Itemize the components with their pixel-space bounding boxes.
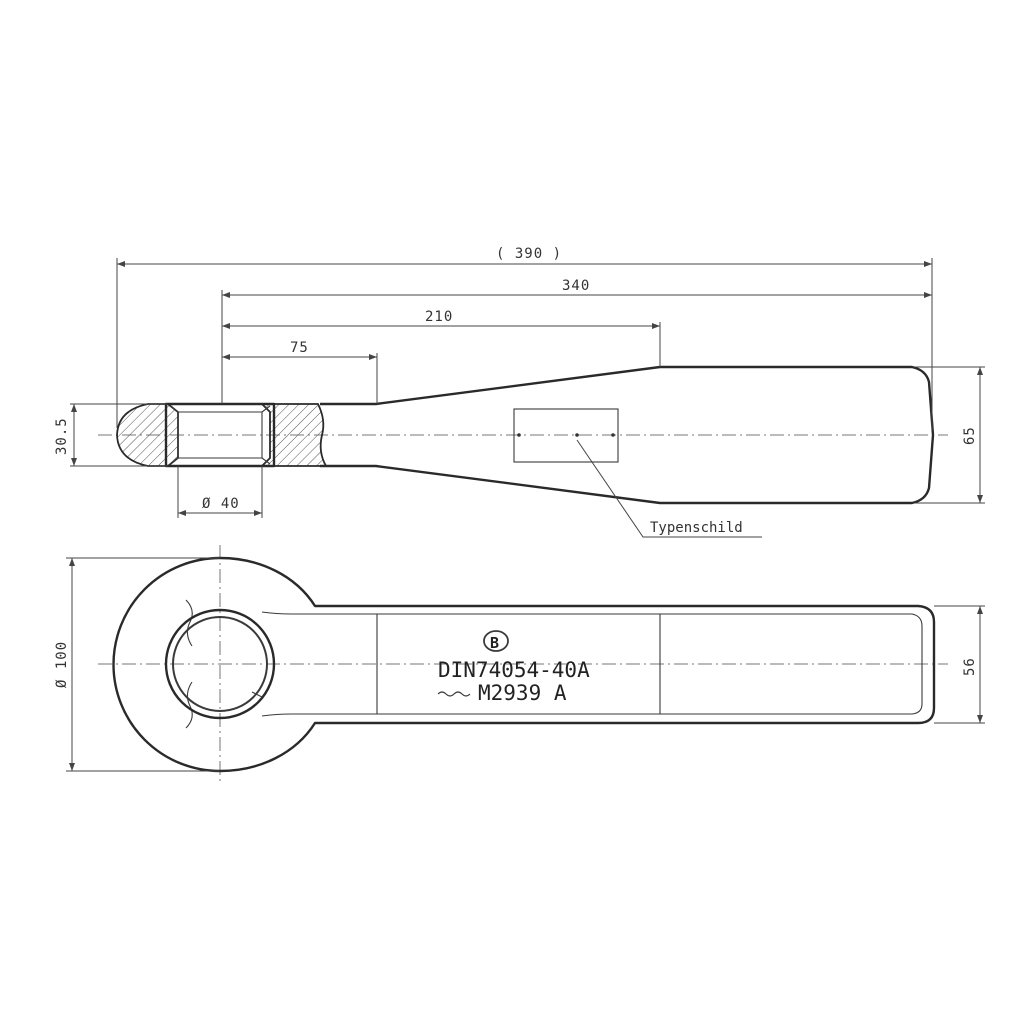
tip-section	[116, 403, 179, 467]
dim-width-56: 56	[962, 657, 978, 676]
side-view: Typenschild	[98, 365, 948, 538]
dim-width-65: 65	[962, 426, 978, 445]
top-view-dimensions: Ø 100 56	[54, 557, 985, 772]
dim-eye-diameter: Ø 100	[54, 641, 70, 688]
logo-letter: B	[490, 634, 499, 652]
arm-inner-edge	[261, 611, 923, 717]
dim-length-75: 75	[290, 340, 309, 356]
top-view: B DIN74054-40A M2939 A	[98, 545, 948, 785]
bore-outer-ring	[164, 608, 276, 720]
manufacturer-logo-icon	[483, 630, 509, 652]
shank-outline	[320, 365, 935, 505]
dim-bore-diameter: Ø 40	[202, 496, 240, 512]
type-plate-outline	[513, 408, 619, 463]
side-view-dimensions: ( 390 ) 340 210 75 30.5 Ø 40 65	[54, 246, 985, 518]
type-plate-label: Typenschild	[650, 520, 743, 536]
dim-length-210: 210	[425, 309, 453, 325]
bore-inner-ring	[172, 616, 268, 712]
standard-designation: DIN74054-40A	[438, 658, 590, 682]
dim-length-340: 340	[562, 278, 590, 294]
type-plate-leader	[576, 439, 762, 538]
collar-section	[259, 403, 328, 467]
bore-section	[164, 402, 276, 468]
marking-code: M2939 A	[478, 681, 567, 705]
wave-mark-icon	[437, 691, 471, 697]
dim-overall-length: ( 390 )	[496, 246, 562, 262]
dim-diameter-30-5: 30.5	[54, 417, 70, 455]
